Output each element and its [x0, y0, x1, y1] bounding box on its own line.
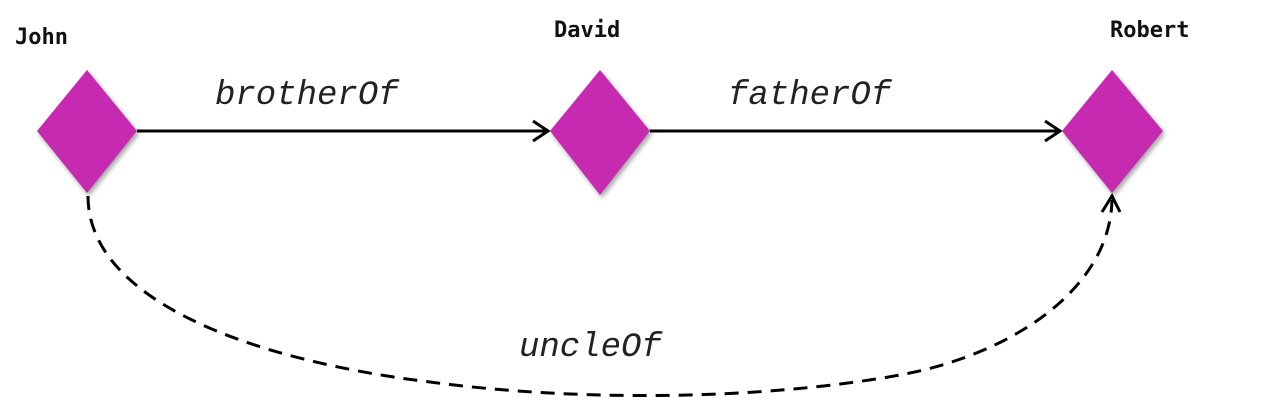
node-robert-diamond[interactable]	[1062, 70, 1163, 193]
edge-brotherof-label: brotherOf	[215, 77, 400, 115]
edge-uncleof	[86, 192, 1122, 398]
node-david-label: David	[554, 18, 620, 43]
node-john-diamond[interactable]	[37, 70, 137, 193]
edge-fatherof	[650, 119, 1063, 143]
edge-brotherof-arrowhead	[532, 119, 551, 143]
edge-brotherof	[137, 119, 551, 143]
edge-uncleof-label: uncleOf	[519, 329, 663, 367]
edge-fatherof-arrowhead	[1044, 119, 1063, 143]
node-robert-label: Robert	[1110, 18, 1189, 43]
node-john-label: John	[15, 25, 68, 50]
node-david-diamond[interactable]	[550, 70, 650, 195]
edge-uncleof-arrowhead	[1100, 192, 1122, 213]
edge-fatherof-label: fatherOf	[728, 77, 893, 115]
